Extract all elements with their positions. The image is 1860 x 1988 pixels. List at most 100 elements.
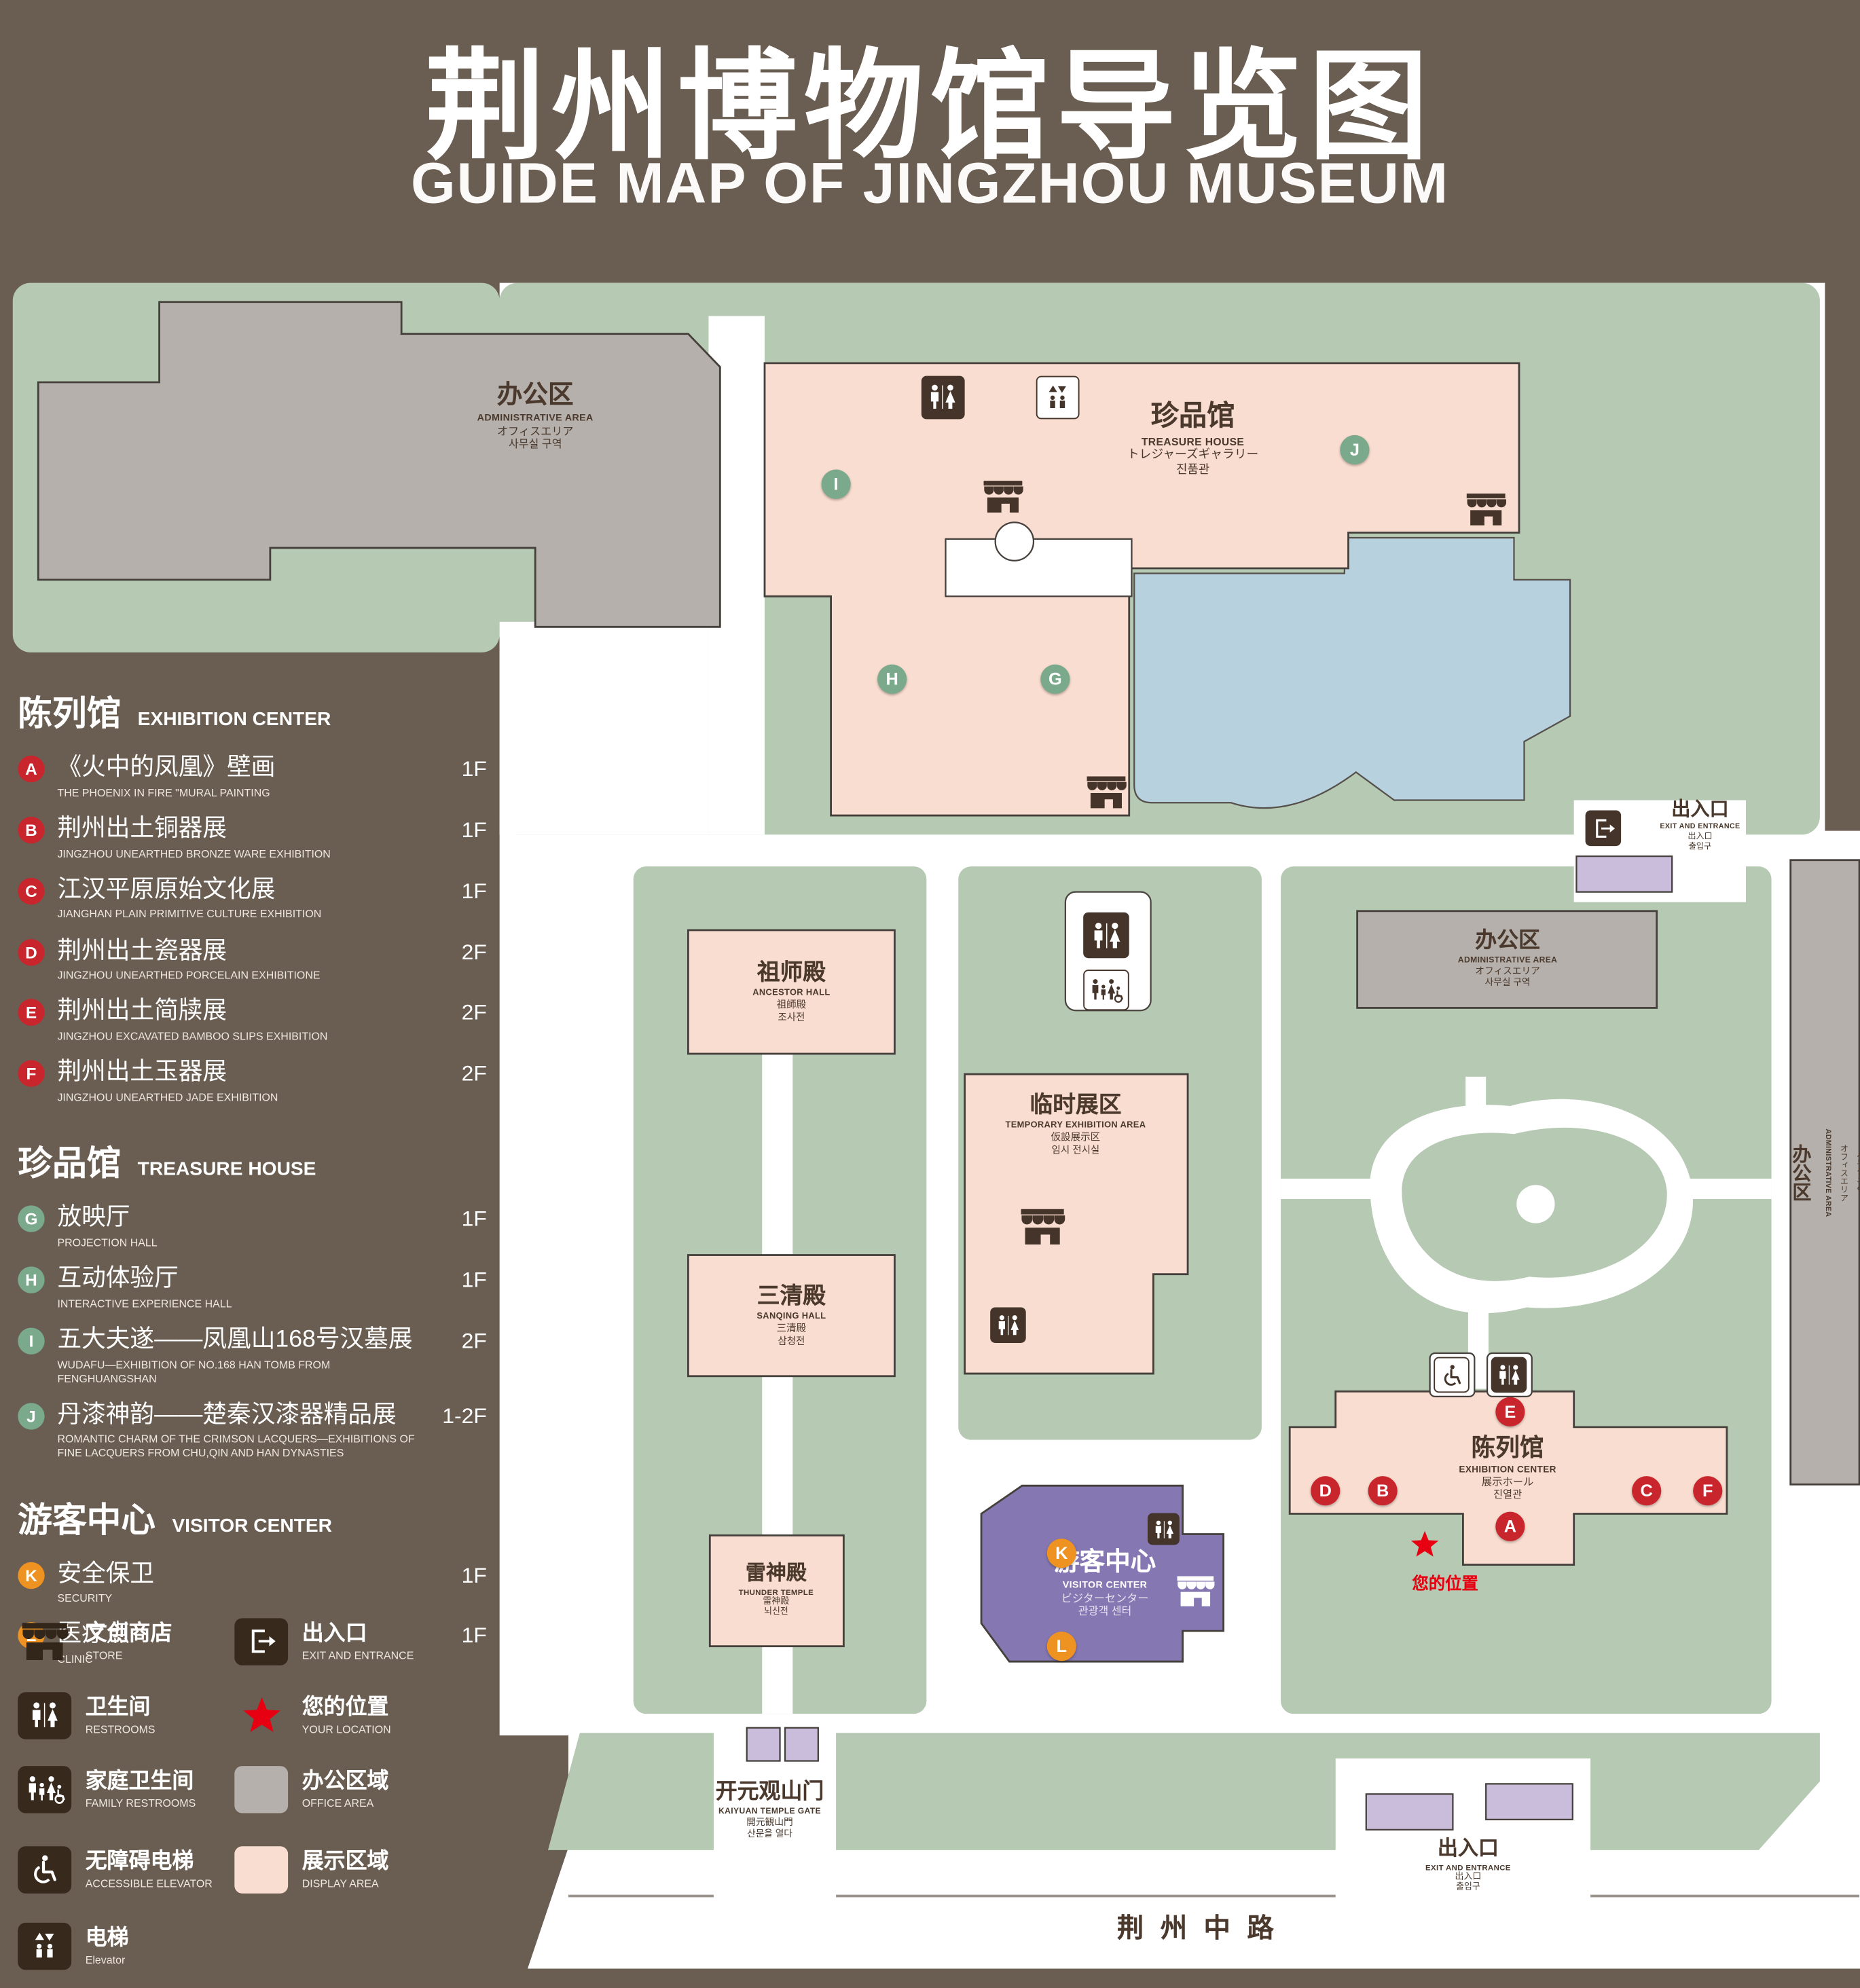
elevator-icon	[1036, 375, 1080, 420]
label-ja: トレジャーズギャラリー	[1127, 447, 1259, 462]
store-icon	[1083, 772, 1129, 813]
office-buildings	[37, 301, 1860, 1486]
legend-en: EXIT AND ENTRANCE	[302, 1649, 414, 1661]
office-area-swatch	[234, 1766, 289, 1814]
label-en: ANCESTOR HALL	[752, 989, 831, 998]
item-en: JIANGHAN PLAIN PRIMITIVE CULTURE EXHIBIT…	[57, 908, 322, 921]
item-zh: 荆州出土简牍展	[57, 998, 227, 1025]
label-ja: 展示ホール	[1481, 1476, 1534, 1488]
section-treasure-house: 珍品馆 TREASURE HOUSE	[18, 1135, 494, 1185]
map-marker-e: E	[1495, 1397, 1525, 1426]
map-marker-a: A	[1495, 1511, 1525, 1541]
restroom-icon	[921, 375, 965, 420]
item-floor: 1F	[461, 817, 487, 843]
item-floor: 1F	[461, 1207, 487, 1231]
legend-restrooms: 卫生间 RESTROOMS	[18, 1692, 156, 1740]
item-zh: 放映厅	[57, 1204, 130, 1231]
legend-en: RESTROOMS	[85, 1722, 156, 1735]
item-en: WUDAFU—EXHIBITION OF NO.168 HAN TOMB FRO…	[57, 1357, 331, 1385]
map-marker-l: L	[1046, 1632, 1076, 1661]
item-floor: 1-2F	[442, 1403, 487, 1429]
marker-badge-k: K	[18, 1561, 45, 1589]
label-ko: 산문을 열다	[747, 1826, 792, 1839]
family-restroom-icon	[1083, 970, 1129, 1011]
label-en: KAIYUAN TEMPLE GATE	[718, 1807, 821, 1816]
label-ja: オフィスエリア	[1475, 964, 1540, 976]
entrance-block-bottom-1	[1365, 1793, 1454, 1831]
label-en: ADMINISTRATIVE AREA	[1457, 955, 1558, 965]
legend-zh: 家庭卫生间	[85, 1769, 194, 1793]
item-zh: 荆州出土玉器展	[57, 1059, 227, 1086]
legend-zh: 卫生间	[85, 1695, 151, 1719]
item-floor: 1F	[461, 879, 487, 903]
map-marker-b: B	[1368, 1476, 1398, 1506]
store-icon	[1173, 1572, 1217, 1610]
legend-en: YOUR LOCATION	[302, 1722, 391, 1735]
section-zh: 珍品馆	[18, 1144, 122, 1183]
treasure-courtyard	[945, 538, 1133, 597]
display-area-swatch	[234, 1846, 289, 1894]
marker-badge-b: B	[18, 816, 45, 844]
label-en: TREASURE HOUSE	[1141, 435, 1245, 448]
label-ko: 사무실 구역	[508, 437, 562, 451]
label-ko: 사무실 구역	[1855, 1150, 1860, 1194]
map-marker-g: G	[1040, 664, 1070, 694]
entrance-block-right	[1575, 855, 1673, 893]
label-ja: 出入口	[1688, 832, 1713, 842]
item-en: THE PHOENIX IN FIRE "MURAL PAINTING	[57, 786, 270, 799]
office-strip-right	[1789, 859, 1860, 1486]
map-marker-j: J	[1340, 435, 1370, 465]
label-ko: 출입구	[1456, 1883, 1480, 1892]
label-zh: 您的位置	[1412, 1573, 1478, 1593]
label-en: TEMPORARY EXHIBITION AREA	[1005, 1121, 1146, 1130]
gate-block-2	[784, 1727, 819, 1762]
bldg-ancestor-hall	[687, 929, 896, 1055]
item-zh: 江汉平原原始文化展	[57, 876, 276, 903]
elevator-icon	[18, 1922, 72, 1970]
label-admin-right: 办公区 ADMINISTRATIVE AREA オフィスエリア 사무실 구역	[1458, 928, 1557, 989]
entrance-block-bottom-2	[1485, 1783, 1573, 1821]
store-icon	[1017, 1204, 1068, 1249]
item-en: ROMANTIC CHARM OF THE CRIMSON LACQUERS—E…	[57, 1433, 415, 1460]
label-ja: 雷神殿	[763, 1597, 790, 1606]
item-floor: 2F	[461, 1328, 487, 1353]
label-ko: 임시 전시실	[1051, 1143, 1100, 1156]
map-marker-i: I	[821, 469, 851, 499]
marker-badge-d: D	[18, 938, 45, 965]
exit-icon	[1585, 810, 1622, 847]
item-en: PROJECTION HALL	[57, 1236, 158, 1249]
section-exhibition-center: 陈列馆 EXHIBITION CENTER	[18, 686, 494, 735]
label-exit-bottom: 出入口 EXIT AND ENTRANCE 出入口 출입구	[1425, 1837, 1511, 1894]
office-admin-right	[1356, 910, 1658, 1009]
label-zh: 出入口	[1437, 1838, 1499, 1860]
label-ko: 삼청전	[778, 1335, 805, 1346]
label-en: ADMINISTRATIVE AREA	[1823, 1128, 1831, 1217]
your-location-star-icon	[1406, 1525, 1444, 1563]
marker-badge-c: C	[18, 877, 45, 904]
legend-zh: 办公区域	[302, 1769, 389, 1793]
exit-icon	[234, 1618, 289, 1665]
label-zh: 办公区	[496, 381, 574, 409]
map-marker-c: C	[1632, 1476, 1662, 1506]
map-marker-h: H	[877, 664, 907, 694]
marker-badge-h: H	[18, 1266, 45, 1293]
section-en: TREASURE HOUSE	[137, 1158, 316, 1180]
restroom-icon	[18, 1692, 72, 1740]
legend-zh: 电梯	[85, 1925, 129, 1950]
item-floor: 1F	[461, 1623, 487, 1649]
map-marker-f: F	[1693, 1476, 1723, 1506]
